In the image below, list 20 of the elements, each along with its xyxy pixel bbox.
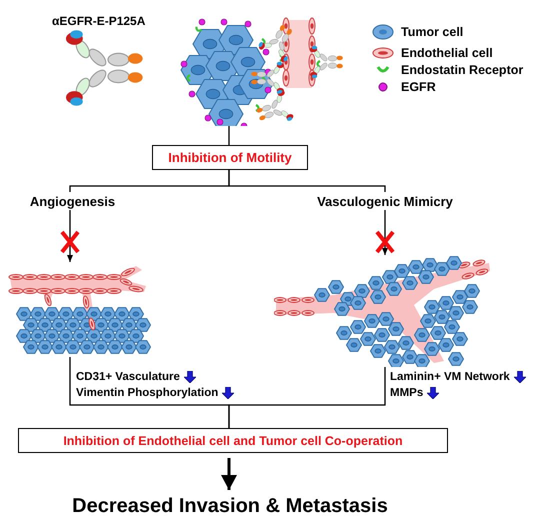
- legend-label: Endostatin Receptor: [401, 63, 524, 77]
- connector-line: [228, 367, 386, 428]
- arrow: [67, 210, 73, 262]
- antibody-name: αEGFR-E-P125A: [52, 14, 146, 28]
- box-text: Inhibition of Endothelial cell and Tumor cell Co-operation: [63, 434, 403, 448]
- step-label: Decreased Invasion & Metastasis: [72, 494, 388, 518]
- step-label: Angiogenesis: [30, 194, 116, 208]
- box-text: Inhibition of Motility: [168, 150, 292, 165]
- result-text: CD31+ Vasculature: [76, 371, 180, 383]
- thick-arrow: [221, 458, 237, 490]
- connector-line: [228, 170, 386, 192]
- legend-label: EGFR: [401, 80, 436, 94]
- step-label: Vasculogenic Mimicry: [317, 194, 453, 208]
- arrow: [382, 210, 388, 255]
- result-text: Laminin+ VM Network: [390, 371, 510, 383]
- result-text: MMPs: [390, 387, 424, 399]
- legend-label: Tumor cell: [401, 25, 464, 39]
- connector-line: [228, 126, 230, 145]
- legend-label: Endothelial cell: [401, 46, 493, 60]
- result-text: Vimentin Phosphorylation: [76, 387, 218, 399]
